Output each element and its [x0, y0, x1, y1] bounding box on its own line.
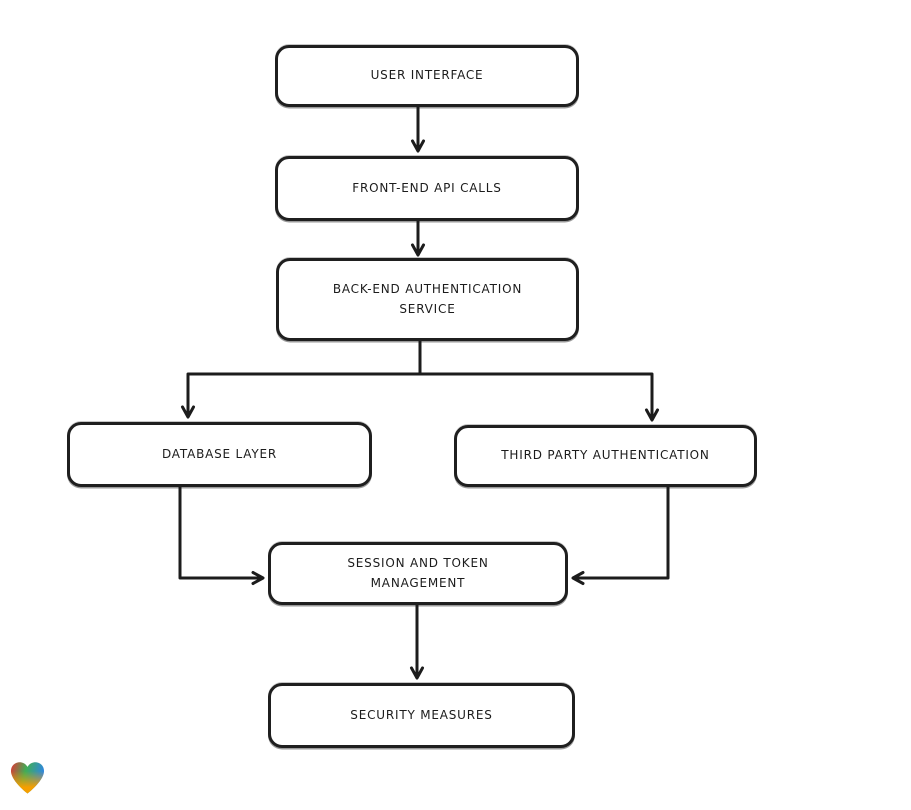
- node-session-and-token-management: SESSION AND TOKEN MANAGEMENT: [268, 542, 568, 605]
- edge-back-end-to-database-layer: [181, 372, 422, 419]
- node-third-party-authentication: THIRD PARTY AUTHENTICATION: [454, 425, 757, 487]
- node-third-party-authentication-label: THIRD PARTY AUTHENTICATION: [501, 448, 710, 463]
- node-database-layer-label: DATABASE LAYER: [161, 446, 278, 461]
- edge-database-layer-to-session: [178, 485, 265, 585]
- node-front-end-api-calls: FRONT-END API CALLS: [275, 156, 579, 221]
- node-front-end-api-calls-label: FRONT-END API CALLS: [352, 180, 502, 195]
- node-security-measures-label: SECURITY MEASURES: [350, 707, 493, 722]
- node-session-and-token-management-label: SESSION AND TOKEN MANAGEMENT: [347, 556, 489, 590]
- edge-back-end-to-third-party: [418, 372, 659, 422]
- node-security-measures: SECURITY MEASURES: [268, 683, 575, 748]
- node-back-end-authentication-service-label: BACK-END AUTHENTICATION SERVICE: [332, 282, 523, 316]
- edge-third-party-to-session: [571, 485, 670, 585]
- gradient-heart-logo-icon: [10, 762, 45, 794]
- node-user-interface-label: USER INTERFACE: [370, 68, 484, 83]
- node-database-layer: DATABASE LAYER: [67, 422, 372, 487]
- node-back-end-authentication-service: BACK-END AUTHENTICATION SERVICE: [276, 258, 579, 341]
- node-user-interface: USER INTERFACE: [275, 45, 579, 107]
